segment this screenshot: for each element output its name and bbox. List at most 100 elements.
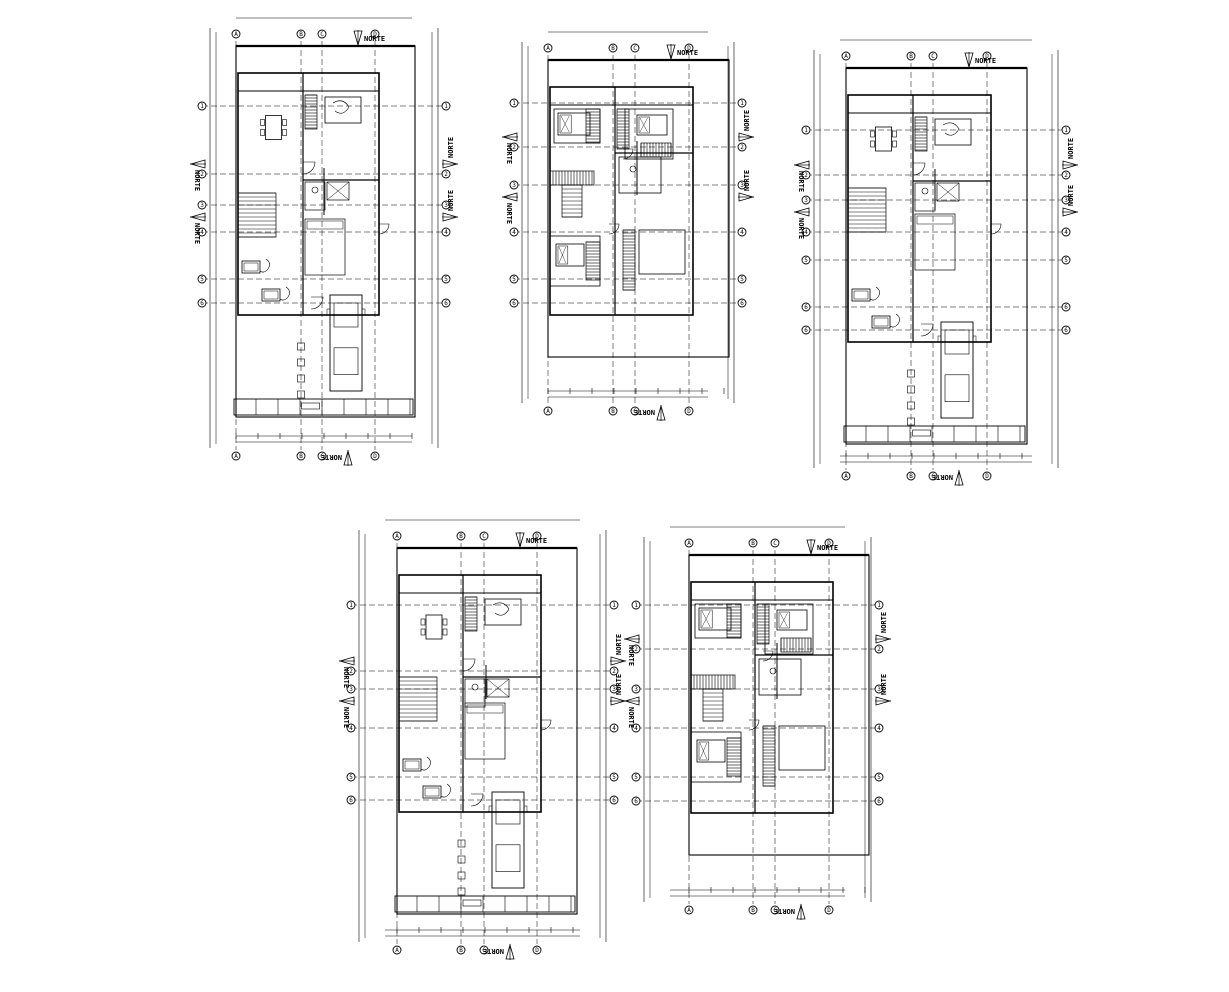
door-swing bbox=[540, 719, 552, 731]
bed-figure bbox=[332, 100, 350, 114]
grid-bubble-left: 1 bbox=[346, 600, 356, 610]
toilet bbox=[471, 683, 479, 691]
grid-bubble-right: 6 bbox=[609, 795, 619, 805]
north-label: NORTE bbox=[774, 907, 795, 915]
grid-bubble-top: C bbox=[479, 531, 489, 541]
north-label: NORTE bbox=[817, 544, 838, 552]
sofa bbox=[871, 313, 900, 329]
north-label: NORTE bbox=[505, 143, 513, 164]
closet bbox=[616, 108, 630, 150]
bathroom bbox=[914, 182, 936, 212]
grid-bubble-right: 6 bbox=[441, 298, 451, 308]
stepping-stone bbox=[297, 358, 305, 367]
kitchen bbox=[914, 213, 956, 271]
north-label: NORTE bbox=[483, 947, 504, 955]
north-marker: NORTE bbox=[442, 137, 459, 169]
bathroom bbox=[758, 658, 802, 696]
grid-bubble-right: 2 bbox=[874, 644, 884, 654]
stepping-stone bbox=[907, 401, 915, 410]
north-marker: NORTE bbox=[321, 449, 353, 466]
bedroom bbox=[324, 96, 362, 124]
door-swing bbox=[622, 148, 634, 160]
terrace bbox=[778, 725, 826, 771]
grid-bubble-left: 5 bbox=[346, 772, 356, 782]
stepping-stone bbox=[907, 385, 915, 394]
grid-bubble-label: 5 bbox=[349, 774, 353, 781]
north-label: NORTE bbox=[447, 190, 455, 211]
grid-bubble-right: 5 bbox=[737, 274, 747, 284]
bedroom-1 bbox=[694, 603, 742, 639]
grid-bubble-label: 3 bbox=[634, 686, 638, 693]
north-marker: NORTE bbox=[189, 212, 206, 244]
grid-bubble-label: B bbox=[611, 408, 615, 415]
closet bbox=[585, 241, 601, 281]
terrace bbox=[638, 229, 686, 275]
closet bbox=[585, 108, 601, 144]
bed bbox=[776, 609, 808, 631]
grid-bubble-label: 2 bbox=[1064, 172, 1068, 179]
kitchen-counter bbox=[916, 215, 954, 225]
grid-bubble-label: B bbox=[299, 31, 303, 38]
grid-bubble-label: 4 bbox=[512, 229, 516, 236]
grid-bubble-bottom: B bbox=[456, 945, 466, 955]
kitchen-counter bbox=[466, 704, 504, 714]
grid-bubble-bottom: D bbox=[684, 406, 694, 416]
grid-bubble-left: 1 bbox=[801, 125, 811, 135]
grid-bubble-right: 4 bbox=[1061, 227, 1071, 237]
grid-bubble-left: 2 bbox=[801, 170, 811, 180]
grid-bubble-right: 3 bbox=[737, 180, 747, 190]
north-label: NORTE bbox=[321, 453, 342, 461]
north-marker: NORTE bbox=[515, 532, 547, 549]
grid-bubble-label: 2 bbox=[877, 646, 881, 653]
lot-boundary bbox=[235, 45, 416, 418]
grid-bubble-right: 1 bbox=[737, 98, 747, 108]
grid-bubble-label: C bbox=[482, 947, 486, 954]
grid-bubble-label: 5 bbox=[740, 276, 744, 283]
grid-bubble-top: A bbox=[231, 29, 241, 39]
dining-table bbox=[260, 115, 287, 140]
staircase bbox=[237, 192, 277, 238]
stepping-stone bbox=[457, 839, 466, 848]
toilet bbox=[629, 165, 637, 173]
grid-bubble-top: B bbox=[608, 43, 618, 53]
grid-bubble-label: 5 bbox=[634, 774, 638, 781]
north-marker: NORTE bbox=[666, 44, 698, 61]
grid-bubble-top: B bbox=[748, 538, 758, 548]
grid-bubble-label: 6 bbox=[349, 797, 353, 804]
north-label: NORTE bbox=[193, 223, 201, 244]
grid-bubble-left: 5 bbox=[197, 274, 207, 284]
grid-bubble-right: 6 bbox=[874, 796, 884, 806]
grid-bubble-label: D bbox=[535, 947, 539, 954]
grid-bubble-left: 3 bbox=[346, 684, 356, 694]
grid-bubble-label: 4 bbox=[804, 229, 808, 236]
grid-bubble-label: C bbox=[931, 473, 935, 480]
north-marker: NORTE bbox=[932, 469, 964, 486]
north-marker: NORTE bbox=[774, 903, 806, 920]
bed-figure bbox=[492, 602, 510, 616]
grid-bubble-label: A bbox=[395, 947, 399, 954]
grid-bubble-bottom: C bbox=[479, 945, 489, 955]
grid-bubble-label: 4 bbox=[1064, 229, 1068, 236]
grid-bubble-bottom: D bbox=[532, 945, 542, 955]
grid-bubble-label: 6 bbox=[804, 304, 808, 311]
north-label: NORTE bbox=[1067, 138, 1075, 159]
grid-bubble-label: D bbox=[827, 907, 831, 914]
grid-bubble-label: D bbox=[373, 31, 377, 38]
grid-bubble-label: 4 bbox=[634, 725, 638, 732]
stair-top bbox=[549, 170, 595, 186]
grid-bubble-label: C bbox=[320, 453, 324, 460]
north-marker: NORTE bbox=[964, 52, 996, 69]
grid-bubble-left: 1 bbox=[509, 98, 519, 108]
north-marker: NORTE bbox=[738, 170, 755, 202]
grid-bubble-label: 1 bbox=[349, 602, 353, 609]
bedroom-3 bbox=[549, 235, 601, 287]
grid-bubble-right: 5 bbox=[609, 772, 619, 782]
north-marker: NORTE bbox=[353, 30, 385, 47]
bedroom-2 bbox=[764, 603, 814, 655]
grid-bubble-bottom: D bbox=[824, 905, 834, 915]
grid-bubble-top: C bbox=[770, 538, 780, 548]
front-fence bbox=[233, 398, 414, 416]
grid-bubble-label: 5 bbox=[877, 774, 881, 781]
